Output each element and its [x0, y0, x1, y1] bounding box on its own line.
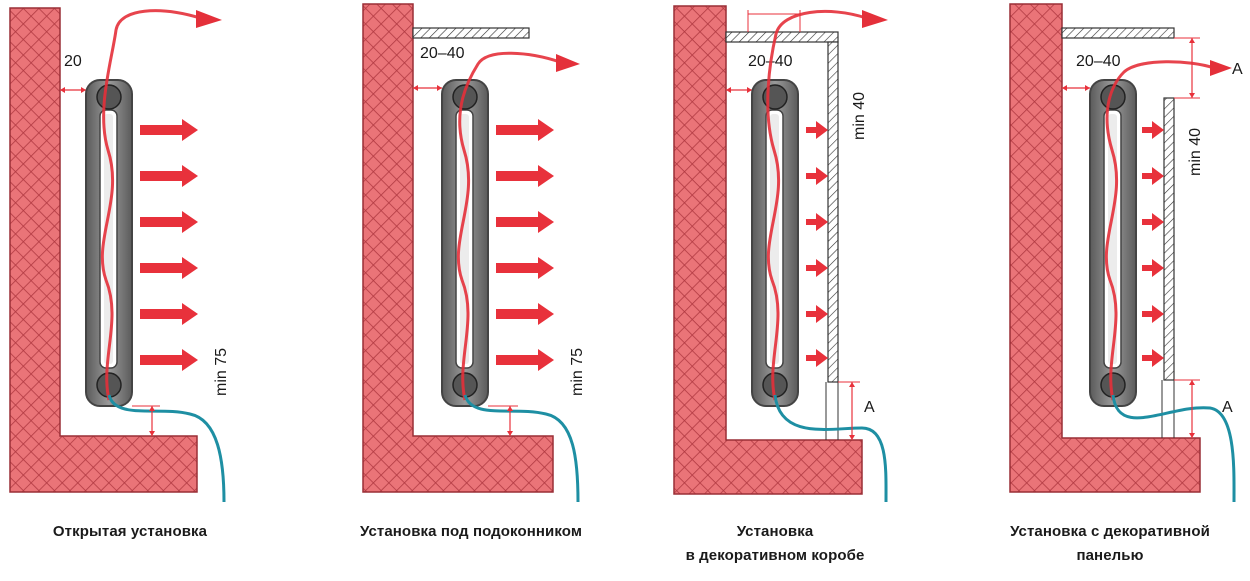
- radiator: [1089, 79, 1137, 407]
- gap-label: 20–40: [1076, 53, 1121, 70]
- hot-air-flow: [456, 51, 561, 401]
- bottom-dimension-label: A: [1222, 399, 1233, 416]
- caption-line: Установка: [736, 523, 814, 540]
- caption-decorative-panel: Установка с декоративной панелью: [978, 520, 1242, 568]
- hot-air-flow: [766, 9, 867, 401]
- decorative-panel: [1061, 27, 1175, 438]
- bottom-dimension-label: min 75: [569, 348, 586, 396]
- wall-section: [1009, 3, 1201, 493]
- panel-decorative-panel: 20–40 min 40 A A: [1009, 3, 1243, 503]
- bottom-dimension-label: A: [864, 399, 875, 416]
- bottom-dimension-label: min 75: [213, 348, 230, 396]
- side-dimension-label: min 40: [851, 92, 868, 140]
- caption-decorative-box: Установка в декоративном коробе: [650, 520, 900, 568]
- a-top-label: A: [1232, 61, 1243, 78]
- wall-section: [673, 5, 863, 495]
- caption-under-windowsill: Установка под подоконником: [326, 520, 616, 544]
- radiator: [751, 79, 799, 407]
- gap-label: 20: [64, 53, 82, 70]
- panel-open-installation: 20 min 75: [9, 7, 230, 503]
- caption-open-installation: Открытая установка: [20, 520, 240, 544]
- hot-air-flow: [1104, 60, 1215, 401]
- cold-pipe: [1111, 394, 1236, 503]
- caption-line: Установка под подоконником: [359, 523, 583, 540]
- wall-section: [362, 3, 554, 493]
- side-dimension-label: min 40: [1187, 128, 1204, 176]
- hot-air-flow: [100, 9, 201, 401]
- cold-pipe: [107, 394, 226, 503]
- caption-line: панелью: [1076, 547, 1144, 564]
- windowsill: [412, 27, 530, 39]
- gap-label: 20–40: [420, 45, 465, 62]
- panel-decorative-box: 20–40 min 40 A: [673, 5, 888, 503]
- heat-arrows: [1142, 121, 1164, 367]
- caption-line: в декоративном коробе: [685, 547, 865, 564]
- heat-arrows: [140, 119, 198, 371]
- heat-arrows: [806, 121, 828, 367]
- cold-pipe: [773, 394, 888, 503]
- heat-arrows: [496, 119, 554, 371]
- wall-section: [9, 7, 198, 493]
- caption-line: Установка с декоративной: [1010, 523, 1210, 540]
- panel-under-windowsill: 20–40 min 75: [362, 3, 586, 503]
- cold-pipe: [463, 394, 580, 503]
- caption-line: Открытая установка: [52, 523, 208, 540]
